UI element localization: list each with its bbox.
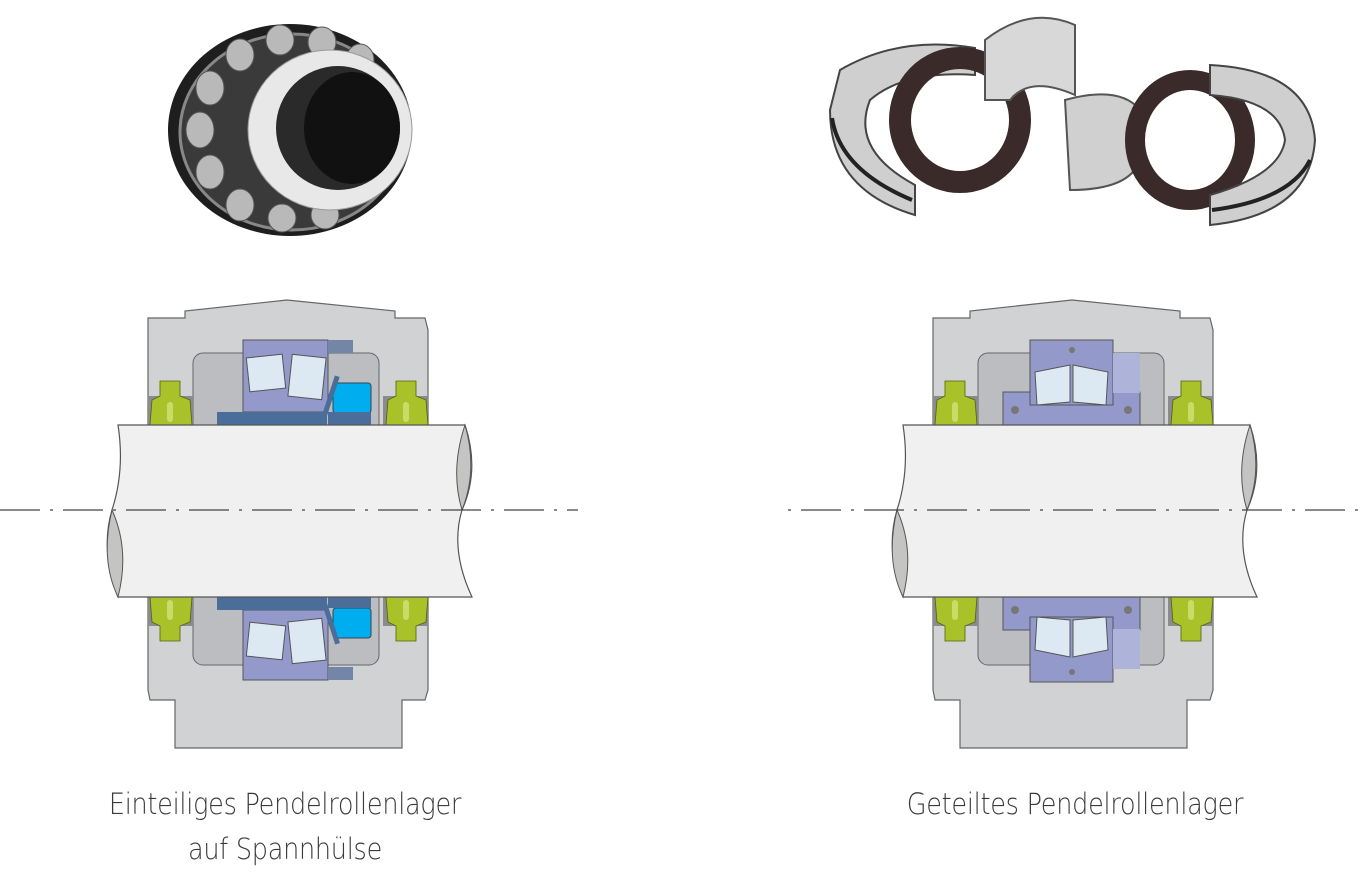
left-caption-line2: auf Spannhülse: [187, 832, 383, 866]
left-caption-line1: Einteiliges Pendelrollenlager: [108, 787, 462, 821]
split-bearing-photo: [828, 16, 1317, 227]
right-shaft: [891, 424, 1258, 598]
right-bearing-upper: [1002, 339, 1141, 426]
left-shaft: [106, 424, 473, 598]
one-piece-bearing-photo: [168, 24, 413, 236]
right-bearing-lower: [1002, 596, 1141, 683]
left-bearing-lower: [217, 597, 372, 681]
left-bearing-upper: [217, 339, 372, 425]
right-caption: Geteiltes Pendelrollenlager: [906, 787, 1244, 821]
